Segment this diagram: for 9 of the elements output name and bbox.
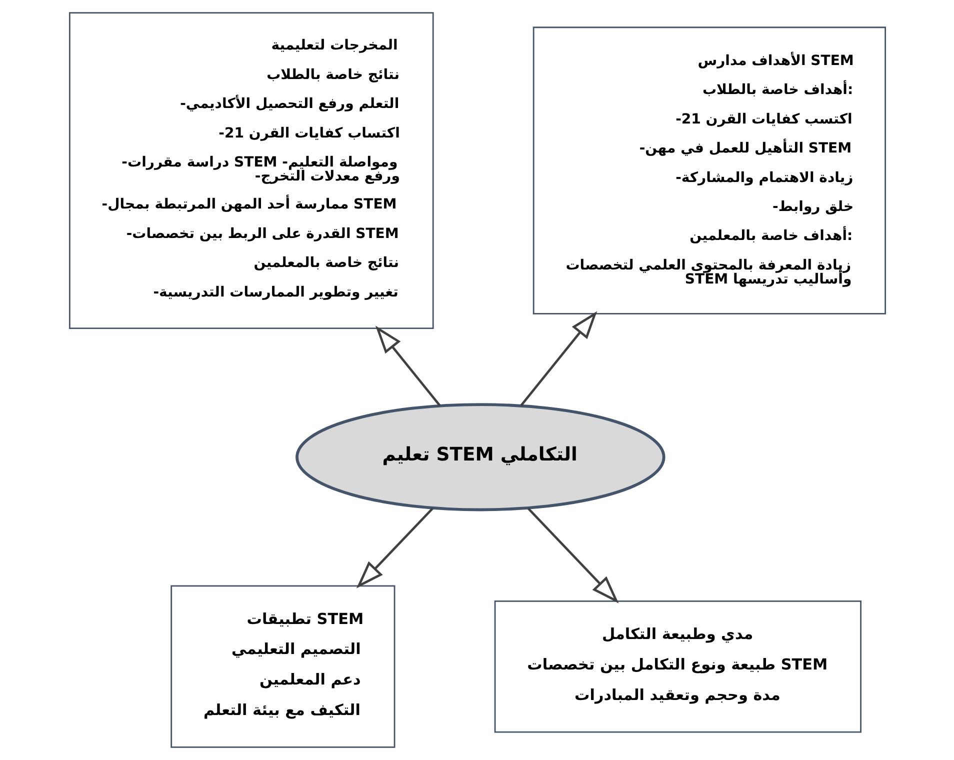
node-box: المخرجات لتعليمية نتائج خاصة بالطلاب -التعلم ورفع التحصيل الأكاديمي -اكتساب كفايات القرن 21 -دراسة مقررات STEM -ومواصلة التعليم -ورفع معدلات التخرج -ممارسة أحد المهن المرتبطة بمجال STEM -القدرة على الربط بين تخصصات STEM نتائج خاصة بالمعلمين -تغيير وتطوير الممارسات التدريسية [68, 12, 434, 329]
arrow [356, 508, 433, 588]
arrow [526, 508, 618, 604]
arrow [520, 311, 597, 406]
node-box: مدي وطبيعة التكامل طبيعة ونوع التكامل بين تخصصات STEM مدة وحجم وتعقيد المبادرات [494, 600, 861, 733]
arrow [374, 326, 440, 406]
node-box: تطبيقات STEM التصميم التعليمي دعم المعلمين التكيف مع بيئة التعلم [170, 585, 395, 748]
node-ellipse: تعليم STEM التكاملي [295, 403, 665, 512]
node-box: الأهداف مدارس STEM أهداف خاصة بالطلاب: -اكتسب كفايات القرن 21 -التأهيل للعمل في مهن STEM -زيادة الاهتمام والمشاركة -خلق روابط أهداف خاصة بالمعلمين: زيادة المعرفة بالمحتوى العلمي لتخصصات STEM وأساليب تدريسها [532, 26, 886, 314]
